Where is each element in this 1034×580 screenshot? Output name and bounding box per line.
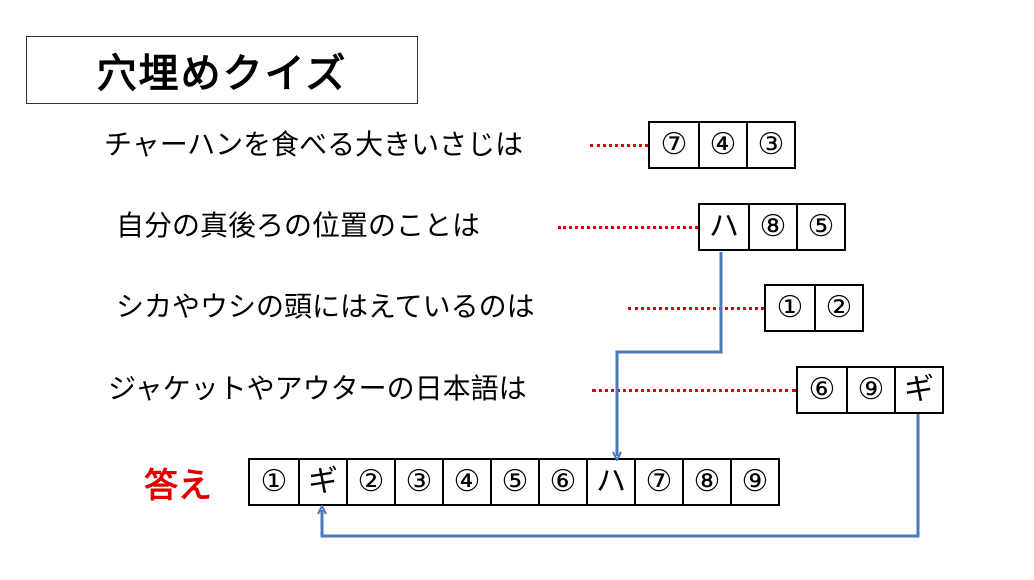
q4-cell-2: ⑨ [846,368,894,412]
quiz-title: 穴埋めクイズ [26,36,418,104]
q4-cell-1: ⑥ [808,372,836,407]
answer-cell-3: ② [346,460,394,504]
question-4-dotted-leader [592,389,796,392]
answer-cell-6: ⑤ [490,460,538,504]
question-1-dotted-leader [590,144,648,147]
answer-cell-8: ハ [586,460,634,504]
question-3-dotted-leader [628,307,764,310]
question-3-text: シカやウシの頭にはえているのは [116,290,535,323]
answer-cell-10: ⑧ [682,460,730,504]
answer-cell-11: ⑨ [730,460,778,504]
q1-cell-2: ④ [698,123,746,167]
answer-cell-5: ④ [442,460,490,504]
q1-cell-1: ⑦ [660,127,688,162]
question-3-cells: ① ② [764,284,864,332]
answer-cell-1: ① [260,464,288,499]
arrow-ha-to-answer [617,252,723,456]
answer-cell-4: ③ [394,460,442,504]
question-4-text: ジャケットやアウターの日本語は [108,372,527,405]
question-1-cells: ⑦ ④ ③ [648,121,796,169]
q3-cell-2: ② [814,286,862,330]
q2-cell-2: ⑧ [748,205,796,249]
q1-cell-3: ③ [746,123,794,167]
q4-cell-3: ギ [894,368,942,412]
question-2-text: 自分の真後ろの位置のことは [116,209,481,242]
q3-cell-1: ① [776,290,804,325]
q2-cell-3: ⑤ [796,205,844,249]
answer-cell-7: ⑥ [538,460,586,504]
q2-cell-1: ハ [709,209,739,244]
question-2-dotted-leader [558,226,698,229]
question-4-cells: ⑥ ⑨ ギ [796,366,944,414]
answer-cell-2: ギ [298,460,346,504]
question-2-cells: ハ ⑧ ⑤ [698,203,846,251]
question-1-text: チャーハンを食べる大きいさじは [104,128,524,161]
answer-cell-9: ⑦ [634,460,682,504]
answer-cells: ① ギ ② ③ ④ ⑤ ⑥ ハ ⑦ ⑧ ⑨ [248,458,780,506]
answer-label: 答え [144,466,212,506]
